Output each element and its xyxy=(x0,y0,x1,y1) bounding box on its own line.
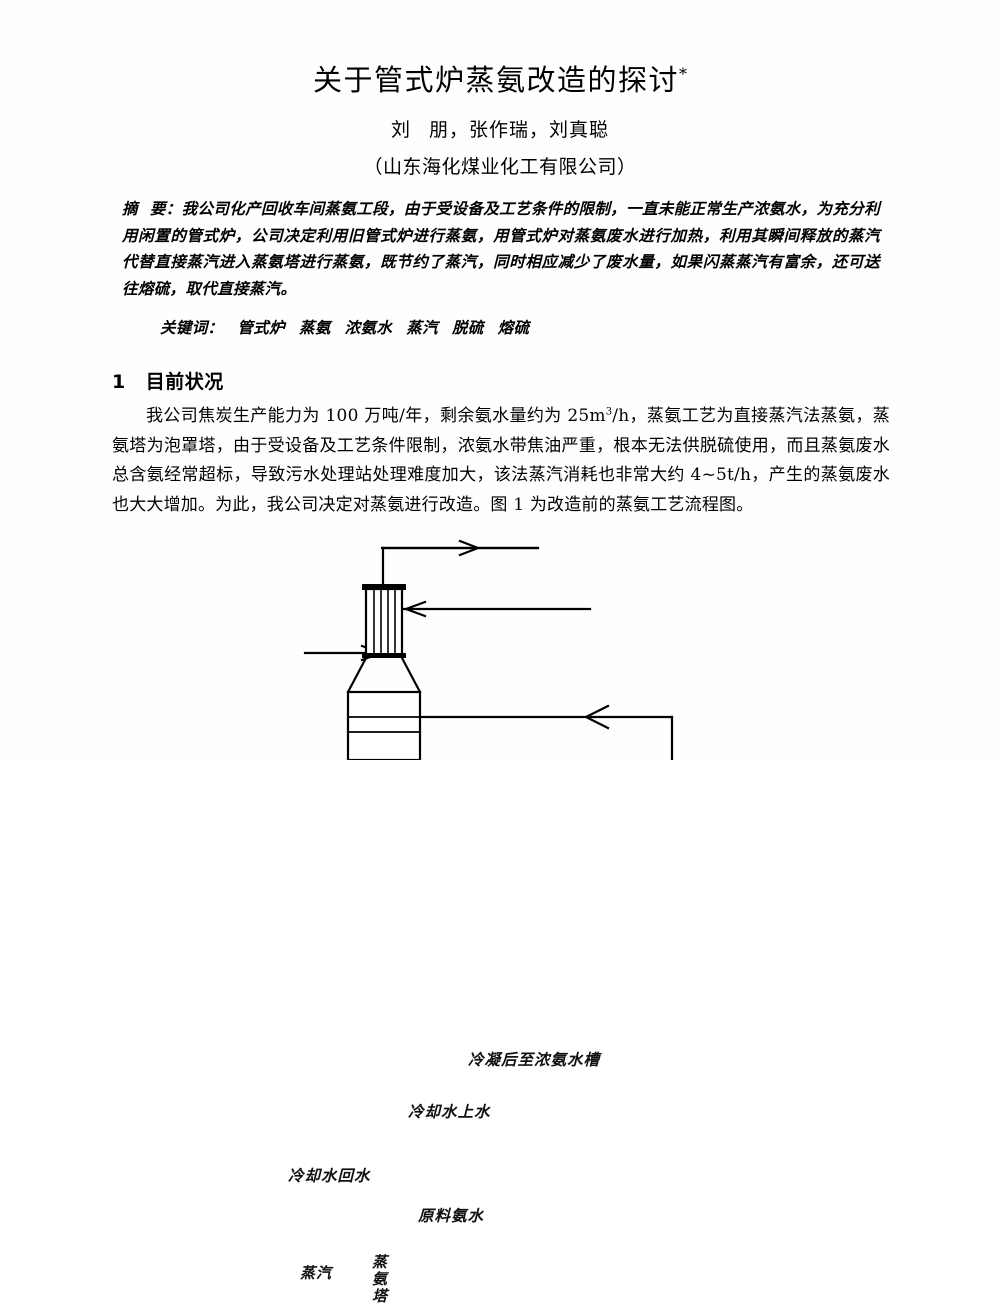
still-column-shell xyxy=(346,690,422,760)
label-steam: 蒸汽 xyxy=(300,1264,333,1282)
keyword-item: 浓氨水 xyxy=(344,318,393,337)
keyword-item: 蒸汽 xyxy=(406,318,438,337)
page-title: 关于管式炉蒸氨改造的探讨* xyxy=(0,62,1000,98)
arrow-feed-liquor xyxy=(583,704,610,730)
keyword-item: 管式炉 xyxy=(237,318,285,337)
label-condensate-to-tank: 冷凝后至浓氨水槽 xyxy=(468,1050,601,1069)
cone-left xyxy=(346,656,368,694)
author-first: 刘 xyxy=(390,119,411,142)
keyword-item: 蒸氨 xyxy=(298,318,331,337)
title-block: 关于管式炉蒸氨改造的探讨* 刘朋，张作瑞，刘真聪 （山东海化煤业化工有限公司） xyxy=(0,62,1000,179)
condenser-shell xyxy=(364,587,404,657)
keywords-line: 关键词： 管式炉蒸氨浓氨水蒸汽脱硫熔硫 xyxy=(160,316,529,338)
affiliation-line: （山东海化煤业化工有限公司） xyxy=(363,156,637,179)
title-footnote-marker: * xyxy=(679,64,687,84)
title-text: 关于管式炉蒸氨改造的探讨 xyxy=(312,63,679,97)
abstract-label: 摘要： xyxy=(122,199,182,218)
body-paragraph: 我公司焦炭生产能力为 100 万吨/年，剩余氨水量约为 25m3/h，蒸氨工艺为… xyxy=(112,402,890,520)
arrow-condensate xyxy=(458,539,482,557)
superscript-cubic: 3 xyxy=(605,406,613,418)
abstract-text: 我公司化产回收车间蒸氨工段，由于受设备及工艺条件的限制，一直未能正常生产浓氨水，… xyxy=(122,199,881,298)
label-cooling-water-supply: 冷却水上水 xyxy=(408,1102,491,1121)
label-cooling-water-return: 冷却水回水 xyxy=(288,1166,371,1185)
keywords-label: 关键词： xyxy=(160,318,224,337)
section-number: 1 xyxy=(112,371,126,393)
flow-diagram-svg xyxy=(303,539,674,760)
condenser-top-flange xyxy=(362,584,406,590)
document-page: 关于管式炉蒸氨改造的探讨* 刘朋，张作瑞，刘真聪 （山东海化煤业化工有限公司） … xyxy=(0,62,1000,1305)
section-title: 目前状况 xyxy=(145,371,224,393)
condenser-bottom-flange xyxy=(362,653,406,658)
body-text-a: 我公司焦炭生产能力为 100 万吨/年，剩余氨水量约为 25m xyxy=(146,406,606,426)
label-raw-ammonia-liquor: 原料氨水 xyxy=(418,1206,485,1225)
keyword-item: 脱硫 xyxy=(451,318,484,337)
abstract-block: 摘要：我公司化产回收车间蒸氨工段，由于受设备及工艺条件的限制，一直未能正常生产浓… xyxy=(122,196,880,302)
author-rest: 朋，张作瑞，刘真聪 xyxy=(429,119,610,142)
author-line: 刘朋，张作瑞，刘真聪 xyxy=(0,115,1000,142)
label-still-column: 蒸氨塔 xyxy=(372,1253,389,1305)
process-flow-diagram: 冷凝后至浓氨水槽 冷却水上水 冷却水回水 原料氨水 蒸汽 蒸氨塔 xyxy=(0,520,1000,1305)
keyword-item: 熔硫 xyxy=(497,318,530,337)
body-text-b: /h，蒸氨工艺为直接蒸汽法蒸氨，蒸氨塔为泡罩塔，由于受设备及工艺条件限制，浓氨水… xyxy=(112,406,891,515)
arrow-cooling-supply xyxy=(402,600,427,618)
cone-right xyxy=(400,656,422,694)
section-heading: 1 目前状况 xyxy=(112,367,224,394)
